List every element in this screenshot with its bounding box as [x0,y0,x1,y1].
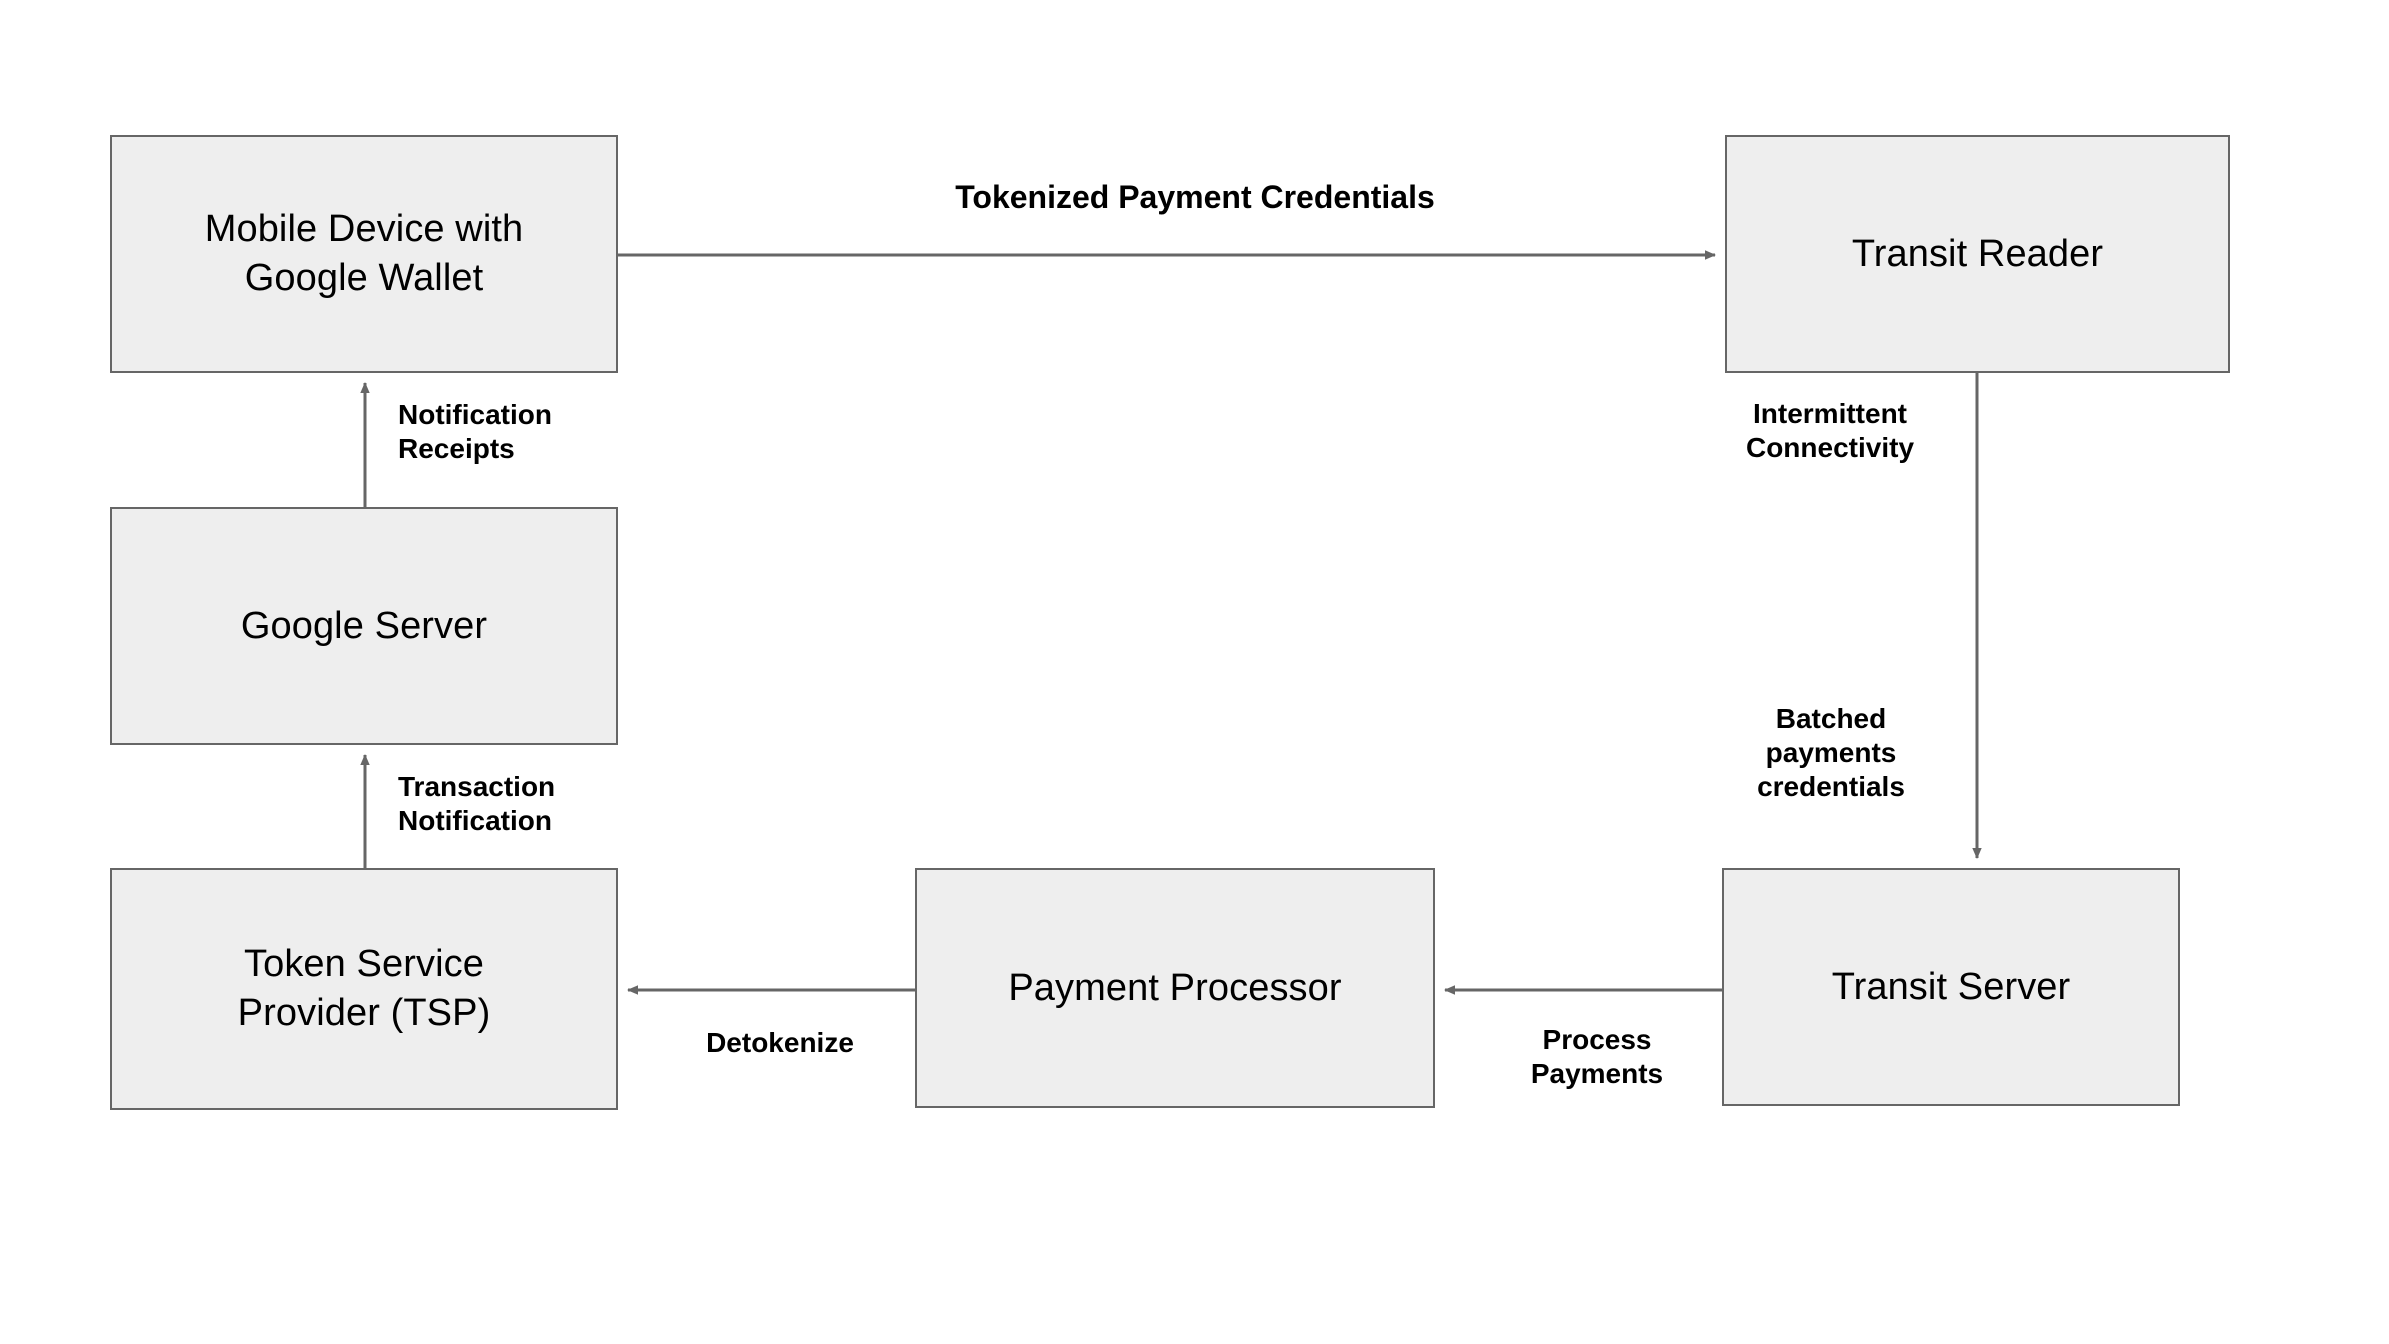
node-payment-processor[interactable]: Payment Processor [915,868,1435,1108]
node-mobile-device[interactable]: Mobile Device with Google Wallet [110,135,618,373]
edge-label-transaction-notification: Transaction Notification [398,771,556,837]
node-label-transit-server: Transit Server [1831,965,2071,1008]
edge-label-process-payments: Process Payments [1530,1024,1664,1090]
node-label-google-server: Google Server [240,604,488,647]
node-token-service-provider[interactable]: Token Service Provider (TSP) [110,868,618,1110]
node-label-token-service-provider: Token Service Provider (TSP) [237,943,491,1034]
edge-label-batched-payments-credentials: Batched payments credentials [1757,703,1905,803]
edge-label-detokenize: Detokenize [706,1027,854,1058]
node-label-payment-processor: Payment Processor [1008,966,1342,1009]
edge-label-tokenized-payment-credentials: Tokenized Payment Credentials [955,179,1435,215]
node-transit-reader[interactable]: Transit Reader [1725,135,2230,373]
node-label-transit-reader: Transit Reader [1851,232,2104,275]
node-google-server[interactable]: Google Server [110,507,618,745]
edge-label-notification-receipts: Notification Receipts [398,399,552,465]
node-transit-server[interactable]: Transit Server [1722,868,2180,1106]
edge-label-intermittent-connectivity: Intermittent Connectivity [1745,398,1915,464]
node-label-mobile-device: Mobile Device with Google Wallet [204,208,524,299]
